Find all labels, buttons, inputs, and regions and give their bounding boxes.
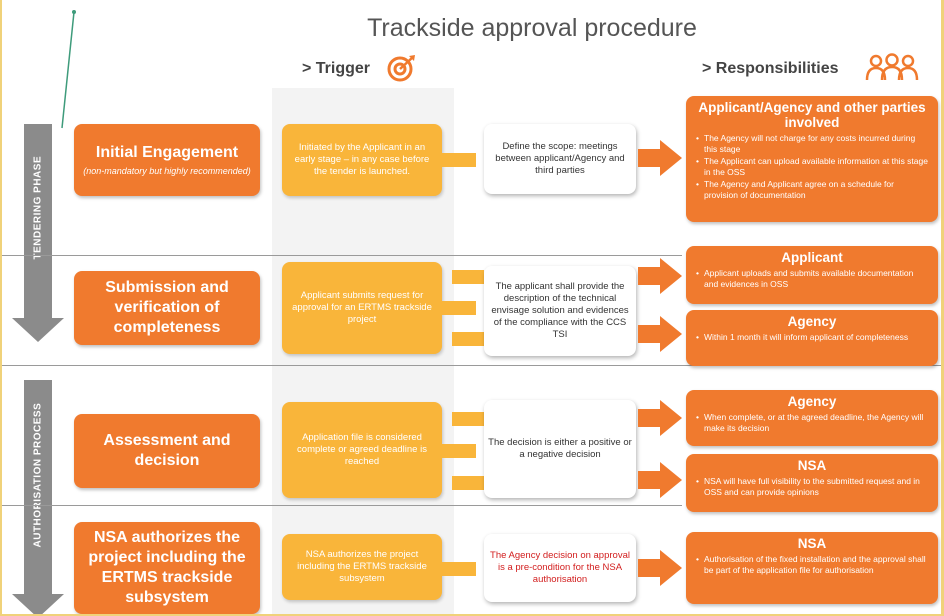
people-icon xyxy=(865,53,919,81)
responsibility-box: NSA Authorisation of the fixed installat… xyxy=(686,532,938,604)
responsibility-item: The Applicant can upload available infor… xyxy=(696,156,928,177)
page-title: Trackside approval procedure xyxy=(367,14,697,42)
trigger-header: > Trigger xyxy=(302,60,370,78)
tendering-phase-bar xyxy=(24,124,52,320)
connector xyxy=(442,301,476,315)
responsibility-box: Agency Within 1 month it will inform app… xyxy=(686,310,938,366)
connector xyxy=(452,412,484,426)
arrow-right-icon xyxy=(638,462,682,498)
responsibility-heading: Agency xyxy=(787,314,837,329)
row-separator xyxy=(2,505,682,506)
arrow-right-icon xyxy=(638,316,682,352)
responsibility-heading: Agency xyxy=(787,394,837,409)
row-separator xyxy=(2,255,682,256)
trigger-box: NSA authorizes the project including the… xyxy=(282,534,442,600)
arrow-right-icon xyxy=(638,258,682,294)
stage-title: NSA authorizes the project including the… xyxy=(88,529,246,606)
stage-assessment: Assessment and decision xyxy=(74,414,260,488)
trigger-box: Initiated by the Applicant in an early s… xyxy=(282,124,442,196)
phase-separator xyxy=(2,365,941,366)
responsibility-heading: NSA xyxy=(797,536,827,551)
responsibility-item: Within 1 month it will inform applicant … xyxy=(696,332,928,343)
action-box: Define the scope: meetings between appli… xyxy=(484,124,636,194)
responsibility-item: The Agency and Applicant agree on a sche… xyxy=(696,179,928,200)
stage-subtitle: (non-mandatory but highly recommended) xyxy=(83,166,251,176)
connector xyxy=(442,153,476,167)
responsibilities-header-label: > Responsibilities xyxy=(702,60,839,77)
responsibility-item: Authorisation of the fixed installation … xyxy=(696,554,928,575)
arrow-right-icon xyxy=(638,140,682,176)
responsibility-heading: NSA xyxy=(797,458,827,473)
responsibility-box: Agency When complete, or at the agreed d… xyxy=(686,390,938,446)
tendering-phase-arrowhead xyxy=(12,318,64,342)
connector xyxy=(452,270,484,284)
tendering-phase-label: TENDERING PHASE xyxy=(32,155,44,260)
responsibility-item: NSA will have full visibility to the sub… xyxy=(696,476,928,497)
responsibility-box: NSA NSA will have full visibility to the… xyxy=(686,454,938,512)
stage-initial-engagement: Initial Engagement (non-mandatory but hi… xyxy=(74,124,260,196)
connector xyxy=(452,476,484,490)
authorisation-phase-label: AUTHORISATION PROCESS xyxy=(32,402,44,548)
responsibility-box: Applicant Applicant uploads and submits … xyxy=(686,246,938,304)
responsibility-heading: Applicant xyxy=(781,250,843,265)
responsibility-item: Applicant uploads and submits available … xyxy=(696,268,928,289)
stage-title: Initial Engagement xyxy=(95,144,239,161)
action-box: The applicant shall provide the descript… xyxy=(484,266,636,356)
responsibility-item: The Agency will not charge for any costs… xyxy=(696,133,928,154)
action-box: The decision is either a positive or a n… xyxy=(484,400,636,498)
stage-title: Submission and verification of completen… xyxy=(105,279,229,336)
authorisation-phase-arrowhead xyxy=(12,594,64,614)
connector xyxy=(452,332,484,346)
arrow-right-icon xyxy=(638,400,682,436)
connector xyxy=(442,444,476,458)
action-box-highlight: The Agency decision on approval is a pre… xyxy=(484,534,636,602)
target-icon xyxy=(387,55,415,82)
stage-submission: Submission and verification of completen… xyxy=(74,271,260,345)
authorisation-phase-bar xyxy=(24,380,52,594)
stage-title: Assessment and decision xyxy=(103,432,231,469)
responsibility-item: When complete, or at the agreed deadline… xyxy=(696,412,928,433)
stage-nsa-authorizes: NSA authorizes the project including the… xyxy=(74,522,260,614)
responsibility-box: Applicant/Agency and other parties invol… xyxy=(686,96,938,222)
decorative-line xyxy=(61,10,76,129)
trigger-header-label: > Trigger xyxy=(302,60,371,77)
responsibilities-header: > Responsibilities xyxy=(702,60,838,78)
trigger-box: Application file is considered complete … xyxy=(282,402,442,498)
connector xyxy=(442,562,476,576)
trigger-box: Applicant submits request for approval f… xyxy=(282,262,442,354)
arrow-right-icon xyxy=(638,550,682,586)
responsibility-heading: Applicant/Agency and other parties invol… xyxy=(698,100,926,130)
